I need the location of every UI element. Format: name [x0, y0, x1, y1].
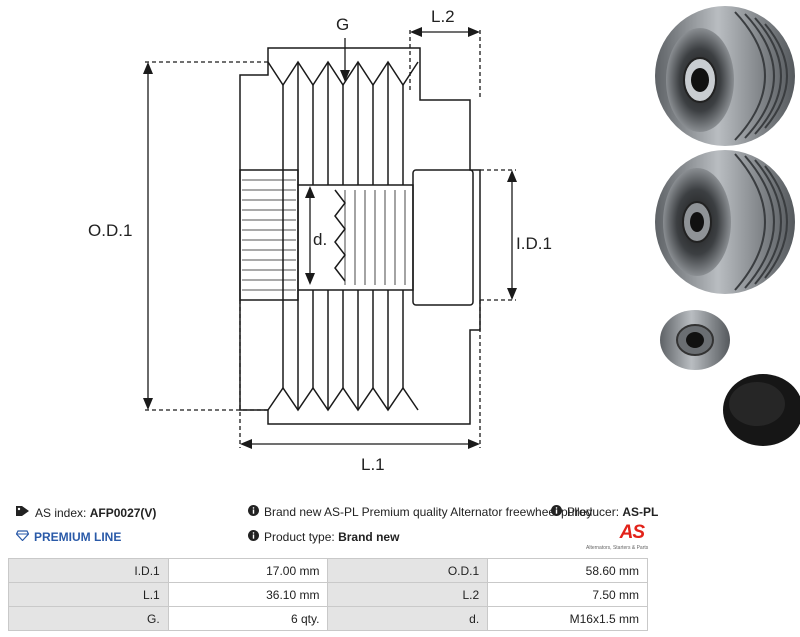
spec-label: L.2	[327, 582, 489, 607]
tag-icon	[16, 505, 30, 520]
diamond-icon	[15, 530, 30, 544]
table-row: L.1 36.10 mm L.2 7.50 mm	[8, 582, 648, 607]
spec-value: 36.10 mm	[167, 582, 329, 607]
spec-value: M16x1.5 mm	[487, 606, 648, 631]
logo-tagline: Alternators, Starters & Parts	[586, 545, 649, 551]
groove-profile-bottom	[267, 386, 419, 412]
product-type-label: Product type:	[264, 530, 335, 544]
spec-table: I.D.1 17.00 mm O.D.1 58.60 mm L.1 36.10 …	[8, 558, 648, 631]
table-row: G. 6 qty. d. M16x1.5 mm	[8, 606, 648, 631]
thread-profile	[334, 189, 346, 282]
producer-value: AS-PL	[622, 505, 659, 519]
product-type-value: Brand new	[338, 530, 400, 544]
premium-line-row: PREMIUM LINE	[15, 530, 122, 544]
spec-label: L.1	[8, 582, 169, 607]
spec-label: G.	[8, 606, 169, 631]
description-text: Brand new AS-PL Premium quality Alternat…	[264, 505, 593, 519]
as-index-label: AS index:	[35, 505, 87, 520]
spec-value: 7.50 mm	[487, 582, 648, 607]
as-pl-logo: AS Alternators, Starters & Parts	[586, 522, 650, 552]
spec-value: 6 qty.	[167, 606, 329, 631]
product-photos	[655, 6, 800, 446]
pulley-photo-2	[655, 150, 795, 294]
label-l2: L.2	[431, 7, 455, 26]
logo-text: AS	[619, 522, 645, 543]
pulley-photo-1	[655, 6, 795, 146]
technical-drawing: G L.2 O.D.1 d. I.D.1 L.1	[88, 7, 552, 474]
spec-label: I.D.1	[8, 558, 169, 583]
label-od1: O.D.1	[88, 221, 132, 240]
description-row: Brand new AS-PL Premium quality Alternat…	[248, 505, 592, 519]
label-d: d.	[313, 230, 327, 249]
as-index-value: AFP0027(V)	[89, 505, 157, 520]
premium-line-label: PREMIUM LINE	[34, 530, 122, 544]
table-row: I.D.1 17.00 mm O.D.1 58.60 mm	[8, 558, 648, 583]
info-icon	[551, 505, 562, 519]
spec-value: 58.60 mm	[487, 558, 648, 583]
as-index-row: AS index: AFP0027(V)	[16, 505, 156, 520]
spec-value: 17.00 mm	[167, 558, 329, 583]
spec-label: O.D.1	[327, 558, 489, 583]
hub-right-section	[412, 169, 474, 306]
producer-label: Producer:	[567, 505, 620, 519]
pulley-outline	[239, 47, 481, 425]
label-l1: L.1	[361, 455, 385, 474]
label-groove: G	[336, 15, 349, 34]
info-icon	[248, 505, 259, 519]
hub-splined-section	[239, 169, 299, 301]
pulley-photo-3	[660, 310, 730, 370]
label-id1: I.D.1	[516, 234, 552, 253]
info-icon	[248, 530, 259, 544]
product-type-row: Product type: Brand new	[248, 530, 399, 544]
spec-label: d.	[327, 606, 489, 631]
producer-row: Producer: AS-PL	[551, 505, 658, 519]
